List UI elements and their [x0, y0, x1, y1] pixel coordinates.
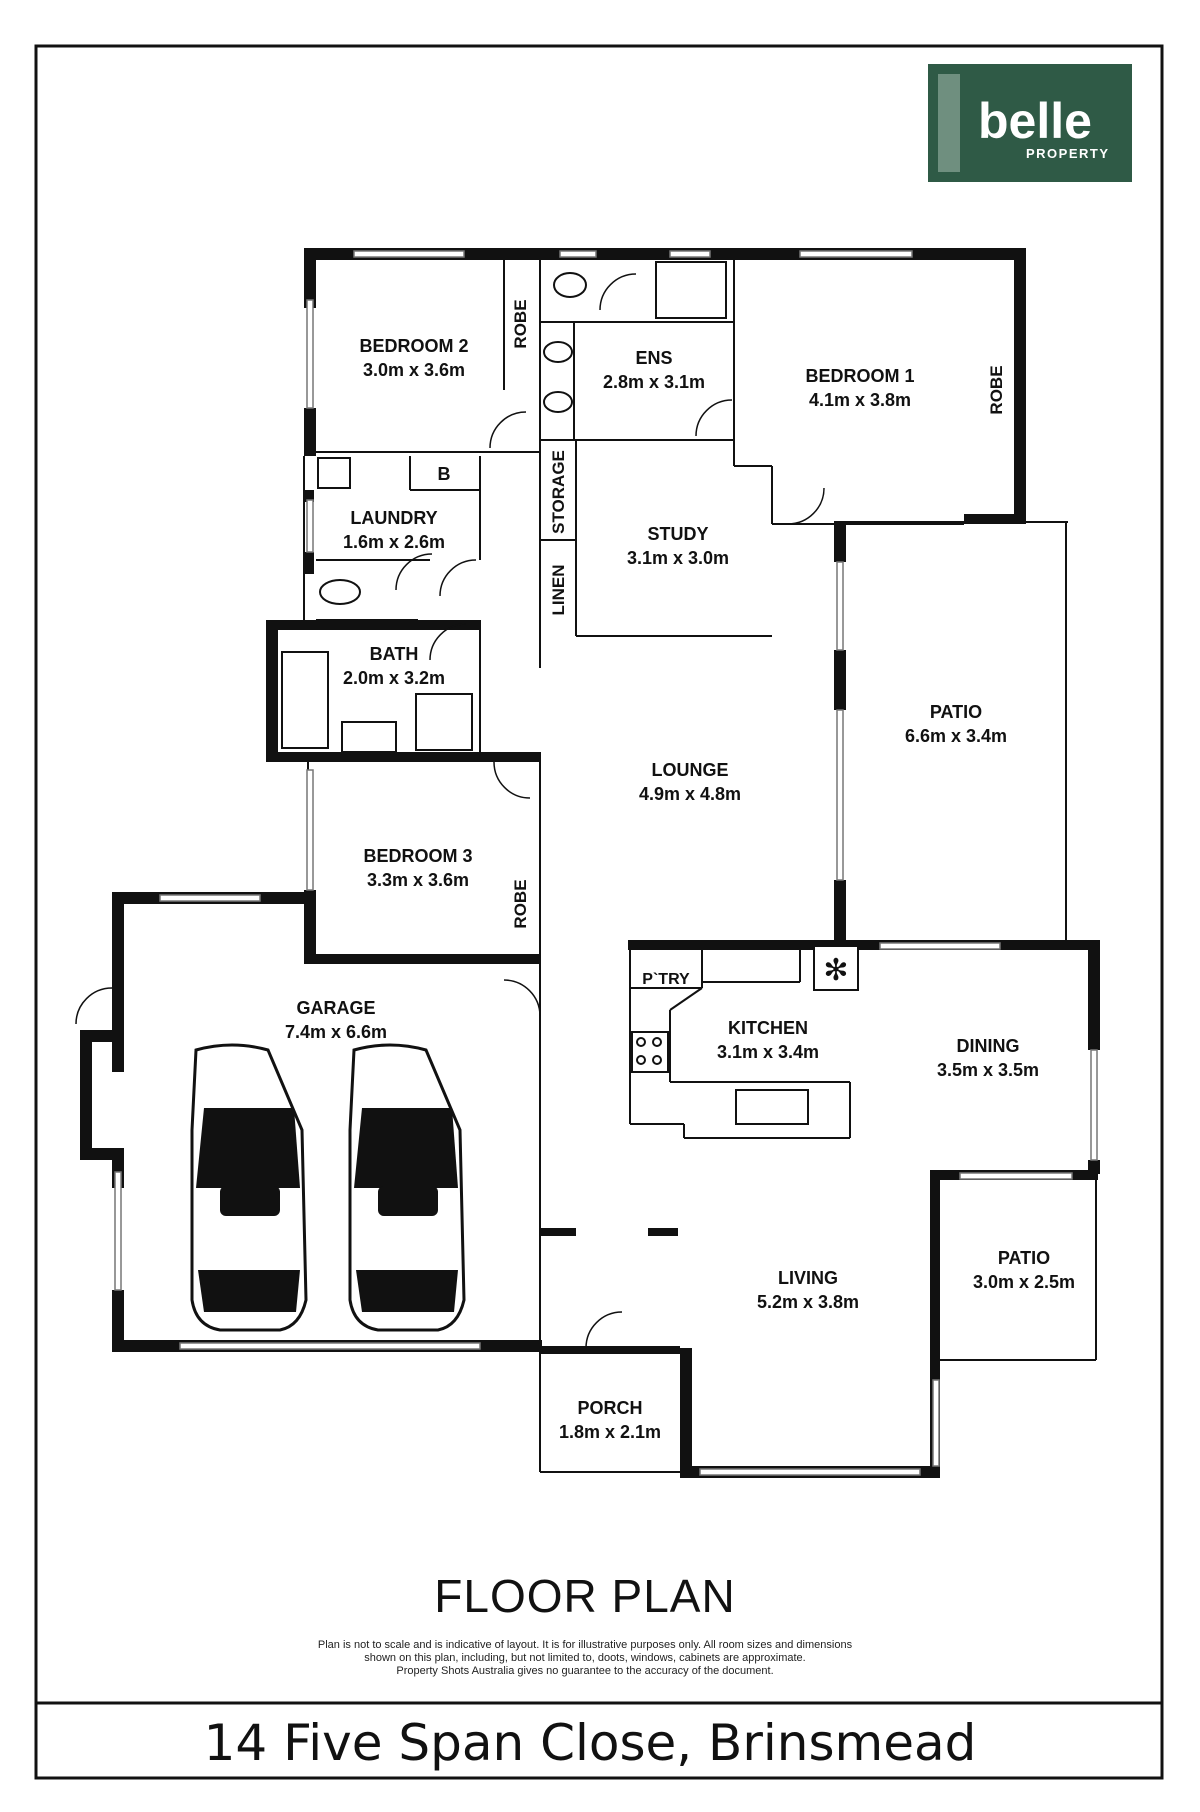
room-dimensions: 3.5m x 3.5m: [937, 1060, 1039, 1080]
room-name: BEDROOM 2: [359, 336, 468, 356]
room-dimensions: 1.8m x 2.1m: [559, 1422, 661, 1442]
room-linen: LINEN: [549, 565, 568, 616]
room-dimensions: 5.2m x 3.8m: [757, 1292, 859, 1312]
room-living: LIVING 5.2m x 3.8m: [757, 1268, 859, 1312]
room-name: LAUNDRY: [350, 508, 437, 528]
room-dimensions: 2.8m x 3.1m: [603, 372, 705, 392]
room-name: DINING: [957, 1036, 1020, 1056]
room-name: PORCH: [577, 1398, 642, 1418]
room-study: STUDY 3.1m x 3.0m: [627, 524, 729, 568]
disclaimer-line-1: Plan is not to scale and is indicative o…: [318, 1639, 853, 1651]
room-dimensions: 4.9m x 4.8m: [639, 784, 741, 804]
room-kitchen: KITCHEN 3.1m x 3.4m: [717, 1018, 819, 1062]
disclaimer-line-3: Property Shots Australia gives no guaran…: [396, 1665, 773, 1677]
brand-sub: PROPERTY: [1026, 146, 1110, 161]
room-name: PATIO: [998, 1248, 1050, 1268]
room-robe-bedroom-1: ROBE: [987, 365, 1006, 414]
room-dimensions: 3.1m x 3.0m: [627, 548, 729, 568]
room-name: PATIO: [930, 702, 982, 722]
room-porch: PORCH 1.8m x 2.1m: [559, 1398, 661, 1442]
room-bedroom-3: BEDROOM 3 3.3m x 3.6m: [363, 846, 472, 890]
room-name: BEDROOM 1: [805, 366, 914, 386]
room-dimensions: 3.3m x 3.6m: [367, 870, 469, 890]
room-ensuite: ENS 2.8m x 3.1m: [603, 348, 705, 392]
car-left-icon: [190, 1043, 308, 1332]
car-right-icon: [348, 1043, 466, 1332]
room-dimensions: 3.0m x 3.6m: [363, 360, 465, 380]
room-name: GARAGE: [296, 998, 375, 1018]
room-dimensions: 3.0m x 2.5m: [973, 1272, 1075, 1292]
room-name: BATH: [370, 644, 419, 664]
room-bedroom-1: BEDROOM 1 4.1m x 3.8m: [805, 366, 914, 410]
room-dining: DINING 3.5m x 3.5m: [937, 1036, 1039, 1080]
room-name: ENS: [635, 348, 672, 368]
doors: [75, 273, 825, 1349]
property-address: 14 Five Span Close, Brinsmead: [204, 1714, 977, 1772]
room-name: LIVING: [778, 1268, 838, 1288]
room-dimensions: 2.0m x 3.2m: [343, 668, 445, 688]
cooktop-fan-icon: ✻: [823, 953, 848, 988]
room-lounge: LOUNGE 4.9m x 4.8m: [639, 760, 741, 804]
fixtures: ✻: [281, 261, 859, 1125]
room-dimensions: 1.6m x 2.6m: [343, 532, 445, 552]
room-name: STUDY: [647, 524, 708, 544]
room-name: LOUNGE: [651, 760, 728, 780]
room-laundry: LAUNDRY 1.6m x 2.6m: [343, 508, 445, 552]
room-dimensions: 7.4m x 6.6m: [285, 1022, 387, 1042]
room-patio-2: PATIO 3.0m x 2.5m: [973, 1248, 1075, 1292]
room-robe-bedroom-2: ROBE: [511, 299, 530, 348]
room-robe-bedroom-3: ROBE: [511, 879, 530, 928]
disclaimer-line-2: shown on this plan, including, but not l…: [364, 1652, 805, 1664]
room-pantry: P`TRY: [642, 971, 690, 988]
room-dimensions: 3.1m x 3.4m: [717, 1042, 819, 1062]
room-name: KITCHEN: [728, 1018, 808, 1038]
room-garage: GARAGE 7.4m x 6.6m: [285, 998, 387, 1042]
room-bedroom-2: BEDROOM 2 3.0m x 3.6m: [359, 336, 468, 380]
room-storage: STORAGE: [549, 450, 568, 534]
plan-title: FLOOR PLAN: [434, 1570, 735, 1622]
room-b: B: [438, 464, 451, 484]
brand-logo: belle PROPERTY: [928, 64, 1132, 182]
windows: [114, 250, 1098, 1476]
brand-name: belle: [978, 93, 1092, 149]
room-name: BEDROOM 3: [363, 846, 472, 866]
room-bath: BATH 2.0m x 3.2m: [343, 644, 445, 688]
room-dimensions: 4.1m x 3.8m: [809, 390, 911, 410]
room-dimensions: 6.6m x 3.4m: [905, 726, 1007, 746]
room-patio-1: PATIO 6.6m x 3.4m: [905, 702, 1007, 746]
page-frame: [34, 44, 1164, 1780]
